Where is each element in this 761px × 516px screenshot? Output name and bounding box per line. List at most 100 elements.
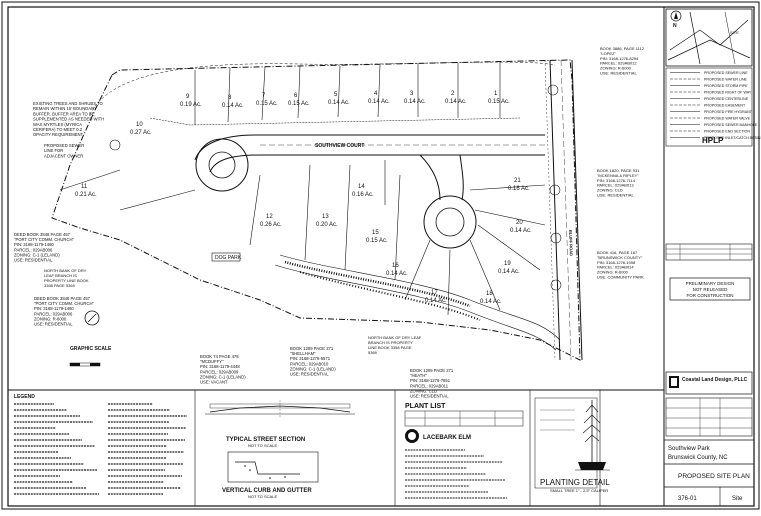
adjacent-parcel-label: PARCEL: 029AB014 [597,265,634,270]
adjacent-parcel-label: "MCDUFFY" [200,359,224,364]
adjacent-parcel-label: PIN: 3168-1276-5571 [290,356,331,361]
lot-area: 0.14 Ac. [386,271,408,277]
adjacent-parcel-label: PIN: 3168-1179-1460 [34,306,74,311]
adjacent-parcel-label: USE: RESIDENTIAL [410,394,449,399]
planting-detail-subtitle: SMALL TREE 1" - 2.5" CALIPER [550,488,608,493]
lot-area: 0.15 Ac. [256,101,278,107]
north-arrow-label: N [673,23,677,29]
adjacent-parcel-label: ZONING: R-6000 [600,66,632,71]
legend-item: PROPOSED WATER VALVE [704,117,751,121]
lacebark-elm-label: LACEBARK ELM [423,435,471,441]
lot-area: 0.14 Ac. [498,269,520,275]
company-logo [669,376,679,388]
planting-detail-title: PLANTING DETAIL [540,478,610,487]
adjacent-parcel-label: USE: RESIDENTIAL [14,258,53,263]
typical-street-title: TYPICAL STREET SECTION [226,437,305,443]
adjacent-parcel-label: PIN: 3168-1276-7114 [597,178,636,183]
adjacent-parcel-label: "SHELLHAM" [290,351,316,356]
adjacent-parcel-label: USE: VACANT [200,380,228,385]
adjacent-parcel-label: USE: RESIDENTIAL [597,193,634,198]
buffer-note: CERIFERA) TO MEET 0.2 [33,127,83,132]
creek-note: NORTH BANK OF DRY [44,268,87,273]
planting-detail-drawing [534,397,610,489]
lot-number: 3 [410,91,414,97]
adjacent-parcel-label: ZONING: CLD [597,188,623,193]
adjacent-parcel-label: USE: COMMUNITY PARK [597,275,644,280]
project-number: 376-01 [678,496,697,502]
adjacent-parcel-label: PARCEL: 029AB013 [597,183,634,188]
lot-area: 0.16 Ac. [508,186,530,192]
creek-note: LEAF BRANCH IS [44,273,77,278]
adjacent-parcel-label: "HEATH" [410,373,427,378]
adjacent-parcel-label: PARCEL: 029AB012 [600,61,637,66]
legend-item: PROPOSED STORM PIPE [704,84,748,88]
adjacent-parcel-label: BOOK 416, PAGE 167 [597,250,638,255]
adjacent-parcel-label: ZONING: C-1 (LELAND) [200,374,246,379]
adjacent-parcel-label: "PORT CITY COMM. CHURCH" [34,301,94,306]
vicinity-map: SITE [665,8,753,67]
lot-area: 0.21 Ac. [75,192,97,198]
typical-street-scale: NOT TO SCALE [248,443,277,448]
adjacent-parcel-label: PARCEL: 029AB009 [200,369,239,374]
lot-number: 17 [431,290,438,296]
legend-item: PROPOSED FIRE HYDRANT [704,110,753,114]
preliminary-box [669,277,751,301]
sheet-title: PROPOSED SITE PLAN [678,473,750,480]
lot-area: 0.14 Ac. [480,299,502,305]
adjacent-parcel-label: PARCEL: 029AB011 [410,383,449,388]
lot-area: 0.20 Ac. [316,222,338,228]
creek-note: 3358 PAGE 5369 [44,283,76,288]
plant-list-table [404,410,524,427]
lot-number: 19 [504,261,511,267]
adjacent-parcel-label: ZONING: R-6000 [597,270,629,275]
creek-note: PROPERTY LINE BOOK [44,278,89,283]
project-location: Brunswick County, NC [668,455,728,461]
lot-number: 12 [266,214,273,220]
lot-number: 14 [358,184,365,190]
creek-note-2: 5369 [368,350,378,355]
preliminary-note: PRELIMINARY DESIGN [686,281,735,286]
adjacent-parcel-label: PARCEL: 029AB006 [14,247,53,252]
plant-list-title: PLANT LIST [405,403,446,410]
lot-number: 20 [516,220,523,226]
buffer-note: SUPPLEMENTED AS NEEDED WITH [33,117,104,122]
lot-area: 0.14 Ac. [404,99,426,105]
legend-item: PROPOSED CENTERLINE [704,97,749,101]
sewer-note: PROPOSED SEWER [44,143,84,148]
adjacent-parcel-label: BOOK 3886, PAGE 1112 [600,46,645,51]
adjacent-parcel-label: ZONING: R-6000 [34,316,67,321]
lot-area: 0.14 Ac. [328,100,350,106]
legend-title: LEGEND [14,394,35,400]
adjacent-parcel-label: BOOK 1209 PAGE 271 [290,346,334,351]
adjacent-parcel-label: PIN: 3168-1179-4448 [200,364,240,369]
dog-park-box [211,252,241,262]
adjacent-parcel-label: ZONING: CLD [410,388,437,393]
adjacent-parcel-label: PARCEL: 029AB010 [290,361,329,366]
adjacent-parcel-label: DEED BOOK 3846 PAGE 457 [14,232,71,237]
lot-number: 13 [322,214,329,220]
lacebark-elm-symbol [405,429,419,443]
lot-area: 0.26 Ac. [260,222,282,228]
adjacent-parcel-label: ZONING: C-1 (LELAND) [290,366,336,371]
creek-note-2: BRANCH IS PROPERTY [368,340,413,345]
buffer-note: BUFFER. BUFFER AREA TO BE [33,111,95,116]
lot-number: 16 [392,263,399,269]
buffer-note: WAX MYRTLES (MYRICA [33,122,82,127]
graphic-scale-label: GRAPHIC SCALE [70,346,112,352]
lot-area: 0.27 Ac. [130,130,152,136]
adjacent-parcel-label: "PORT CITY COMM. CHURCH" [14,237,74,242]
lot-area: 0.15 Ac. [288,101,310,107]
lot-number: 15 [372,230,379,236]
revision-table [665,243,753,261]
sheet-info-table [665,397,753,437]
lot-number: 18 [486,291,493,297]
hplp-stamp: HPLP [702,136,724,145]
buffer-note: EXISTING TREES AND SHRUBS TO [33,101,104,106]
lot-number: 9 [186,94,190,100]
preliminary-note: FOR CONSTRUCTION [687,293,734,298]
adjacent-parcel-label: BOOK 1820, PAGE 931 [597,168,640,173]
road-name-bluff: BLUFF ROAD [568,230,574,256]
company-box [665,371,753,395]
